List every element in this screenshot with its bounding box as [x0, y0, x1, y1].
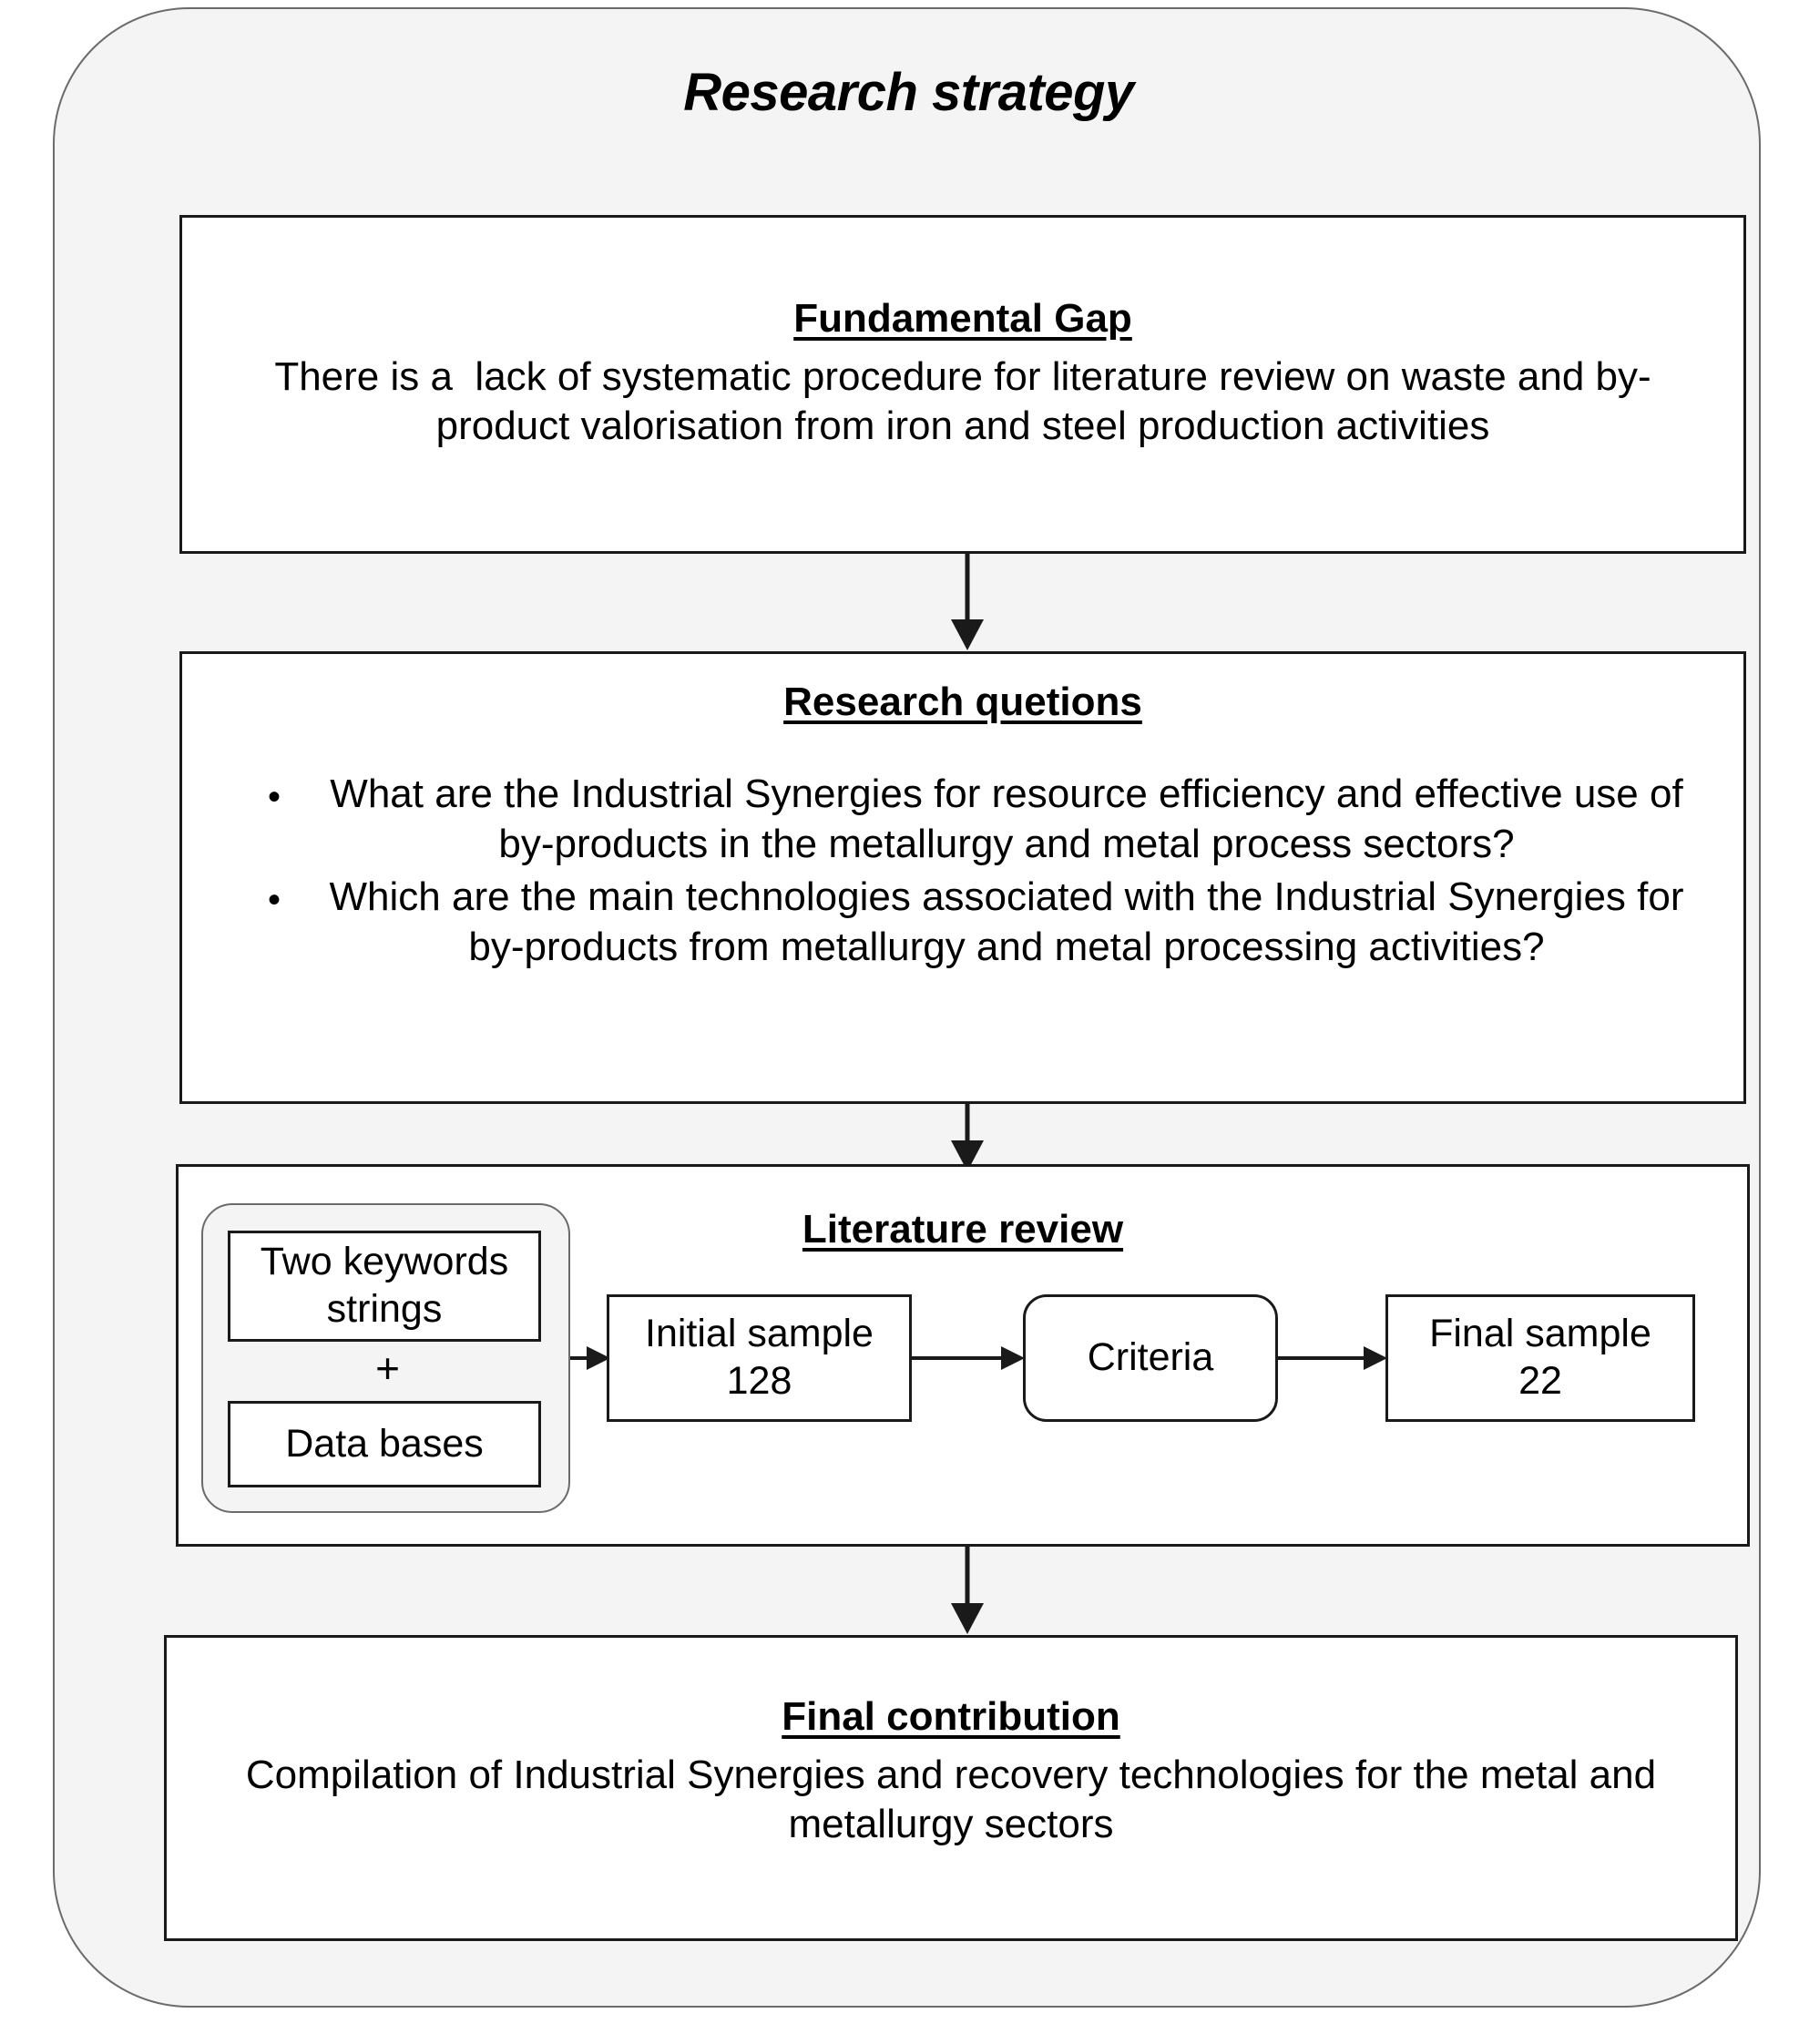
research-questions-box: Research quetions • What are the Industr…	[179, 651, 1746, 1104]
final-contribution-text: Compilation of Industrial Synergies and …	[245, 1753, 1679, 1846]
bullet-icon: •	[268, 879, 281, 920]
research-questions-heading: Research quetions	[783, 680, 1142, 724]
two-keywords-strings-label: Two keywords strings	[260, 1240, 509, 1331]
arrow-gap-to-questions	[951, 554, 984, 650]
research-question-item-2: • Which are the main technologies associ…	[246, 872, 1707, 973]
research-question-item-1: • What are the Industrial Synergies for …	[246, 769, 1707, 870]
final-contribution-box: Final contribution Compilation of Indust…	[164, 1635, 1738, 1941]
plus-sign: +	[375, 1344, 400, 1392]
fundamental-gap-heading: Fundamental Gap	[793, 296, 1132, 341]
research-questions-content: Research quetions • What are the Industr…	[182, 680, 1743, 975]
arrow-questions-to-review	[951, 1104, 984, 1171]
fundamental-gap-box: Fundamental Gap There is a lack of syste…	[179, 215, 1746, 554]
literature-review-box: Literature review Two keywords strings +…	[176, 1164, 1750, 1547]
fundamental-gap-text: There is a lack of systematic procedure …	[274, 354, 1651, 448]
arrow-criteria-to-final-sample	[1278, 1346, 1387, 1370]
arrow-initial-sample-to-criteria	[912, 1346, 1025, 1370]
research-questions-list: • What are the Industrial Synergies for …	[182, 769, 1743, 973]
criteria-label: Criteria	[1087, 1335, 1214, 1380]
final-sample-box: Final sample 22	[1385, 1294, 1695, 1422]
criteria-box: Criteria	[1023, 1294, 1278, 1422]
literature-review-heading: Literature review	[802, 1207, 1124, 1252]
research-question-text-2: Which are the main technologies associat…	[329, 874, 1684, 970]
initial-sample-label: Initial sample 128	[645, 1312, 874, 1403]
final-contribution-heading: Final contribution	[782, 1694, 1120, 1739]
two-keywords-strings-box: Two keywords strings	[228, 1231, 541, 1342]
page-title: Research strategy	[683, 63, 1134, 122]
arrow-review-to-contribution	[951, 1547, 984, 1634]
arrow-keywords-to-initial-sample	[570, 1346, 610, 1370]
initial-sample-box: Initial sample 128	[607, 1294, 912, 1422]
final-sample-label: Final sample 22	[1429, 1312, 1651, 1403]
bullet-icon: •	[268, 777, 281, 817]
data-bases-box: Data bases	[228, 1401, 541, 1487]
data-bases-label: Data bases	[285, 1421, 484, 1466]
final-contribution-content: Final contribution Compilation of Indust…	[167, 1694, 1735, 1848]
fundamental-gap-content: Fundamental Gap There is a lack of syste…	[182, 296, 1743, 450]
research-question-text-1: What are the Industrial Synergies for re…	[330, 772, 1683, 867]
research-strategy-container: Research strategy Fundamental Gap There …	[53, 7, 1761, 2008]
keywords-and-databases-group: Two keywords strings + Data bases	[201, 1203, 570, 1513]
